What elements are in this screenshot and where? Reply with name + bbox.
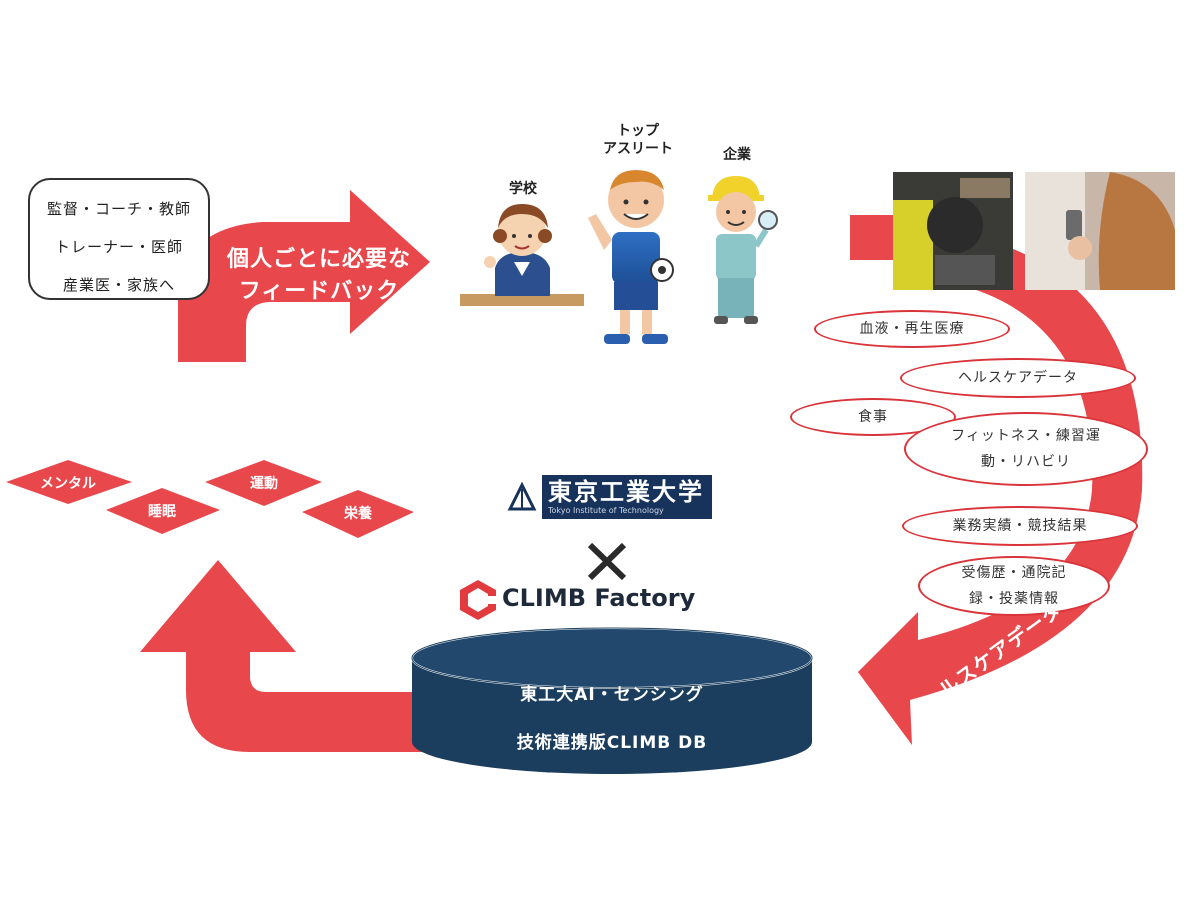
- worker-illustration: [708, 176, 778, 324]
- recipients-box: 監督・コーチ・教師 トレーナー・医師 産業医・家族へ: [28, 178, 210, 300]
- data-oval-results: 業務実績・競技結果: [902, 506, 1138, 546]
- feedback-arrow-label: 個人ごとに必要な フィードバック: [214, 244, 424, 308]
- data-oval-blood: 血液・再生医療: [814, 310, 1010, 348]
- healthcare-arrow-shape: [850, 215, 1143, 745]
- athlete-label-line-1: トップ: [617, 123, 659, 139]
- athlete-illustration: [588, 170, 674, 344]
- school-desk: [460, 294, 584, 306]
- diamond-label-sleep: 睡眠: [148, 504, 176, 520]
- data-oval-text-2: 録・投薬情報: [969, 591, 1059, 607]
- data-oval-text: ヘルスケアデータ: [958, 370, 1078, 386]
- feedback-arrow-shape: [178, 190, 430, 362]
- data-oval-text: 業務実績・競技結果: [952, 518, 1088, 534]
- diamond-mental: [6, 460, 132, 504]
- diamond-sleep: [106, 488, 220, 534]
- data-oval-medical-history: 受傷歴・通院記 録・投薬情報: [918, 556, 1110, 616]
- diamond-label-nutrition: 栄養: [344, 506, 372, 522]
- titech-subtitle: Tokyo Institute of Technology: [548, 506, 664, 515]
- diamond-exercise: [205, 460, 322, 506]
- recipients-line-1: 監督・コーチ・教師: [46, 200, 191, 218]
- data-oval-text-1: 受傷歴・通院記: [961, 565, 1067, 581]
- recipients-line-3: 産業医・家族へ: [62, 276, 175, 294]
- titech-emblem-icon: [502, 475, 542, 519]
- climb-factory-logo: CLIMB Factory: [502, 584, 695, 612]
- titech-name: 東京工業大学: [548, 478, 704, 506]
- feedback-line-2: フィードバック: [238, 279, 400, 304]
- data-oval-text-2: 動・リハビリ: [981, 454, 1071, 470]
- database-cylinder: [411, 627, 813, 774]
- times-mark: [587, 542, 627, 581]
- climb-factory-name: CLIMB Factory: [502, 584, 696, 612]
- photo-worker-tablet: [893, 172, 1013, 290]
- feedback-line-1: 個人ごとに必要な: [226, 247, 411, 272]
- athlete-label-line-2: アスリート: [603, 141, 673, 157]
- company-label: 企業: [723, 147, 751, 163]
- diamond-label-exercise: 運動: [250, 476, 278, 492]
- data-oval-healthcare: ヘルスケアデータ: [900, 358, 1136, 398]
- database-line-2: 技術連携版CLIMB DB: [516, 733, 708, 753]
- data-oval-text: 血液・再生医療: [859, 321, 965, 337]
- diamond-label-mental: メンタル: [40, 476, 96, 492]
- climb-logo-icon: [460, 580, 496, 620]
- database-line-1: 東工大AI・センシング: [520, 685, 704, 705]
- photo-woman-phone: [1025, 172, 1175, 290]
- data-oval-fitness: フィットネス・練習運 動・リハビリ: [904, 412, 1148, 486]
- diamond-nutrition: [302, 490, 414, 538]
- recipients-line-2: トレーナー・医師: [54, 238, 183, 256]
- data-oval-text: 食事: [858, 409, 888, 425]
- athlete-label: トップ アスリート: [590, 122, 686, 158]
- student-illustration: [484, 204, 552, 296]
- school-label: 学校: [509, 181, 537, 197]
- data-oval-text-1: フィットネス・練習運: [951, 428, 1101, 444]
- return-arrow-shape: [140, 560, 440, 752]
- titech-logo: 東京工業大学 Tokyo Institute of Technology: [502, 475, 712, 519]
